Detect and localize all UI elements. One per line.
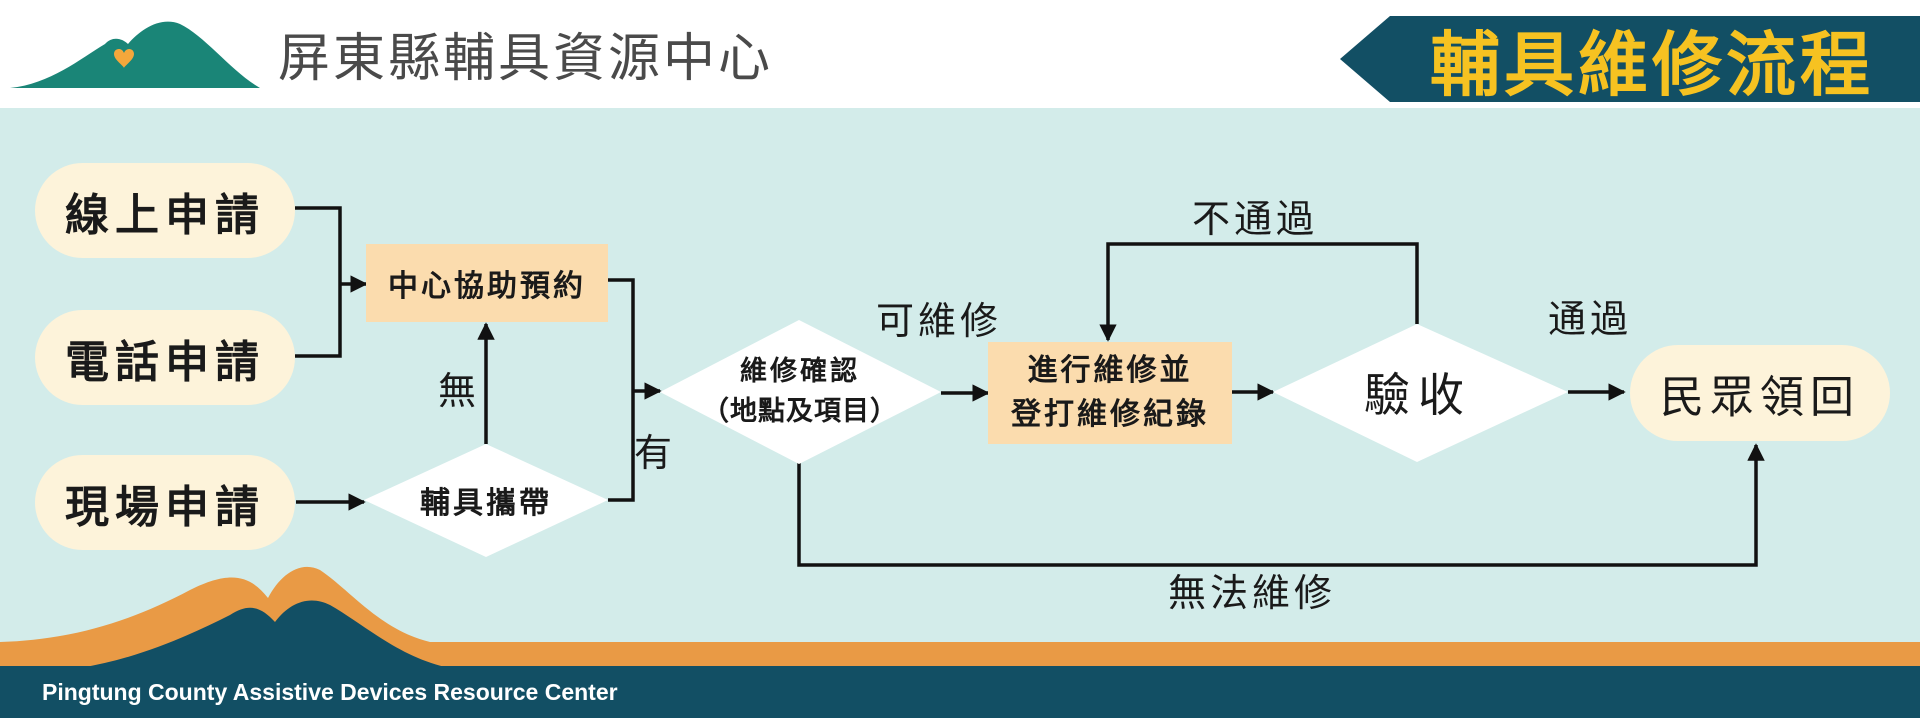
diamond-repair-confirm — [660, 320, 941, 464]
node-apply-onsite: 現場申請 — [35, 455, 295, 550]
diamond-inspection — [1273, 324, 1568, 462]
node-pickup: 民眾領回 — [1630, 345, 1890, 441]
header: 屏東縣輔具資源中心 輔具維修流程 — [0, 0, 1920, 108]
node-apply-onsite-label: 現場申請 — [65, 481, 265, 533]
edge-label-has-device: 有 — [634, 431, 677, 475]
node-carry-device-label: 輔具攜帶 — [420, 486, 552, 521]
node-apply-online-label: 線上申請 — [65, 189, 265, 241]
node-do-repair-line1: 進行維修並 — [1027, 353, 1193, 388]
title-banner — [1340, 16, 1920, 102]
diagram-canvas — [0, 108, 1920, 643]
node-repair-confirm-line1: 維修確認 — [740, 356, 860, 387]
node-do-repair-line2: 登打維修紀錄 — [1011, 397, 1209, 432]
page-title: 輔具維修流程 — [1430, 24, 1874, 106]
edge-label-passed: 通過 — [1548, 297, 1633, 341]
org-name: 屏東縣輔具資源中心 — [278, 29, 774, 89]
node-inspection-label: 驗收 — [1364, 368, 1472, 422]
node-do-repair: 進行維修並 登打維修紀錄 — [988, 342, 1232, 444]
edge-label-unrepairable: 無法維修 — [1168, 571, 1337, 615]
mountain-decoration — [0, 566, 1920, 668]
footer-bar: Pingtung County Assistive Devices Resour… — [0, 666, 1920, 718]
diamond-carry-device — [364, 444, 608, 557]
node-apply-online: 線上申請 — [35, 163, 295, 258]
node-center-booking-label: 中心協助預約 — [388, 269, 586, 304]
logo-mountain-heart-icon — [10, 21, 260, 88]
node-inspection: 驗收 — [1320, 364, 1516, 422]
node-center-booking: 中心協助預約 — [366, 244, 608, 322]
edge-label-not-passed: 不通過 — [1192, 197, 1319, 241]
node-repair-confirm: 維修確認 （地點及項目） — [680, 340, 920, 444]
footer-org-name: Pingtung County Assistive Devices Resour… — [42, 679, 618, 705]
node-repair-confirm-line2: （地點及項目） — [702, 396, 898, 427]
edge-label-repairable: 可維修 — [876, 299, 1003, 343]
node-apply-phone-label: 電話申請 — [65, 336, 265, 388]
edge-label-no-device: 無 — [438, 369, 481, 413]
node-apply-phone: 電話申請 — [35, 310, 295, 405]
node-carry-device: 輔具攜帶 — [384, 478, 588, 522]
node-pickup-label: 民眾領回 — [1660, 372, 1860, 423]
